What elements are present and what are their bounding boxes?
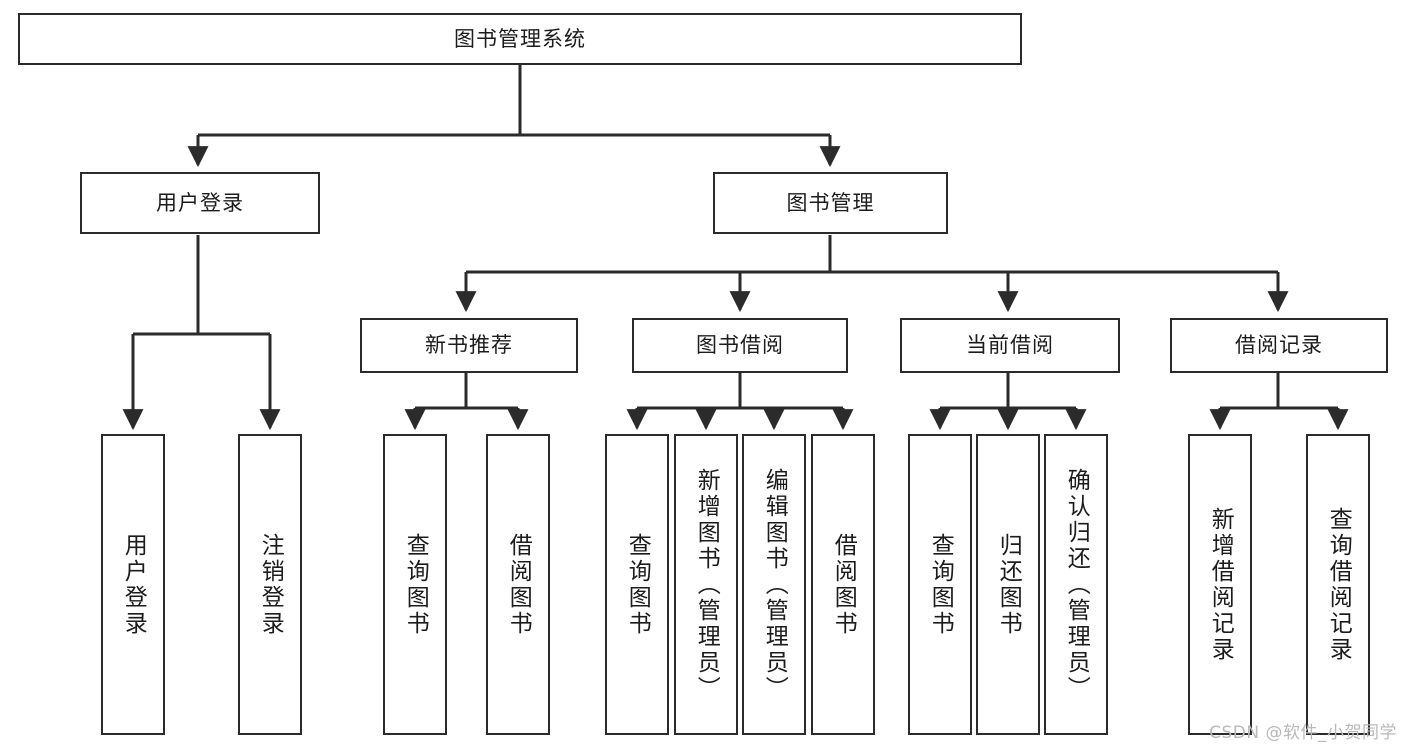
node-leaf-borrow-book-2[interactable]: 借阅图书 (811, 434, 875, 735)
node-leaf-query-record-label: 查询借阅记录 (1325, 506, 1352, 663)
node-leaf-add-book[interactable]: 新增图书（管理员） (674, 434, 738, 735)
node-leaf-return-book[interactable]: 归还图书 (976, 434, 1040, 735)
node-user-login-label: 用户登录 (156, 190, 244, 215)
node-borrow-record[interactable]: 借阅记录 (1170, 318, 1388, 373)
node-leaf-user-logout-label: 注销登录 (257, 532, 284, 637)
node-leaf-borrow-book-2-label: 借阅图书 (830, 532, 857, 637)
node-book-borrow-label: 图书借阅 (696, 333, 784, 358)
node-root-label: 图书管理系统 (454, 26, 586, 51)
node-leaf-query-book-3-label: 查询图书 (927, 532, 954, 637)
node-leaf-query-book-1-label: 查询图书 (402, 532, 429, 637)
node-leaf-user-login-label: 用户登录 (120, 532, 147, 637)
watermark-text: CSDN @软件_小贺同学 (1209, 723, 1397, 743)
node-leaf-query-book-2[interactable]: 查询图书 (605, 434, 669, 735)
node-leaf-query-record[interactable]: 查询借阅记录 (1306, 434, 1370, 735)
node-leaf-query-book-3[interactable]: 查询图书 (908, 434, 972, 735)
node-leaf-user-logout[interactable]: 注销登录 (238, 434, 302, 735)
node-root[interactable]: 图书管理系统 (18, 13, 1022, 65)
node-leaf-query-book-2-label: 查询图书 (624, 532, 651, 637)
node-leaf-add-record-label: 新增借阅记录 (1207, 506, 1234, 663)
node-leaf-edit-book-label: 编辑图书（管理员） (761, 467, 788, 702)
node-book-manage[interactable]: 图书管理 (713, 172, 948, 234)
node-leaf-add-record[interactable]: 新增借阅记录 (1188, 434, 1252, 735)
node-leaf-confirm-return-label: 确认归还（管理员） (1063, 467, 1090, 702)
node-new-book-rec-label: 新书推荐 (425, 333, 513, 358)
node-borrow-record-label: 借阅记录 (1235, 333, 1323, 358)
node-leaf-borrow-book-1[interactable]: 借阅图书 (486, 434, 550, 735)
node-leaf-add-book-label: 新增图书（管理员） (693, 467, 720, 702)
node-book-manage-label: 图书管理 (786, 190, 875, 215)
node-leaf-query-book-1[interactable]: 查询图书 (383, 434, 447, 735)
node-user-login[interactable]: 用户登录 (80, 172, 320, 234)
node-current-borrow[interactable]: 当前借阅 (900, 318, 1120, 373)
node-new-book-rec[interactable]: 新书推荐 (360, 318, 578, 373)
node-leaf-borrow-book-1-label: 借阅图书 (505, 532, 532, 637)
node-leaf-confirm-return[interactable]: 确认归还（管理员） (1044, 434, 1108, 735)
node-leaf-edit-book[interactable]: 编辑图书（管理员） (742, 434, 806, 735)
node-book-borrow[interactable]: 图书借阅 (632, 318, 848, 373)
node-current-borrow-label: 当前借阅 (966, 333, 1054, 358)
node-leaf-return-book-label: 归还图书 (995, 532, 1022, 637)
node-leaf-user-login[interactable]: 用户登录 (101, 434, 165, 735)
